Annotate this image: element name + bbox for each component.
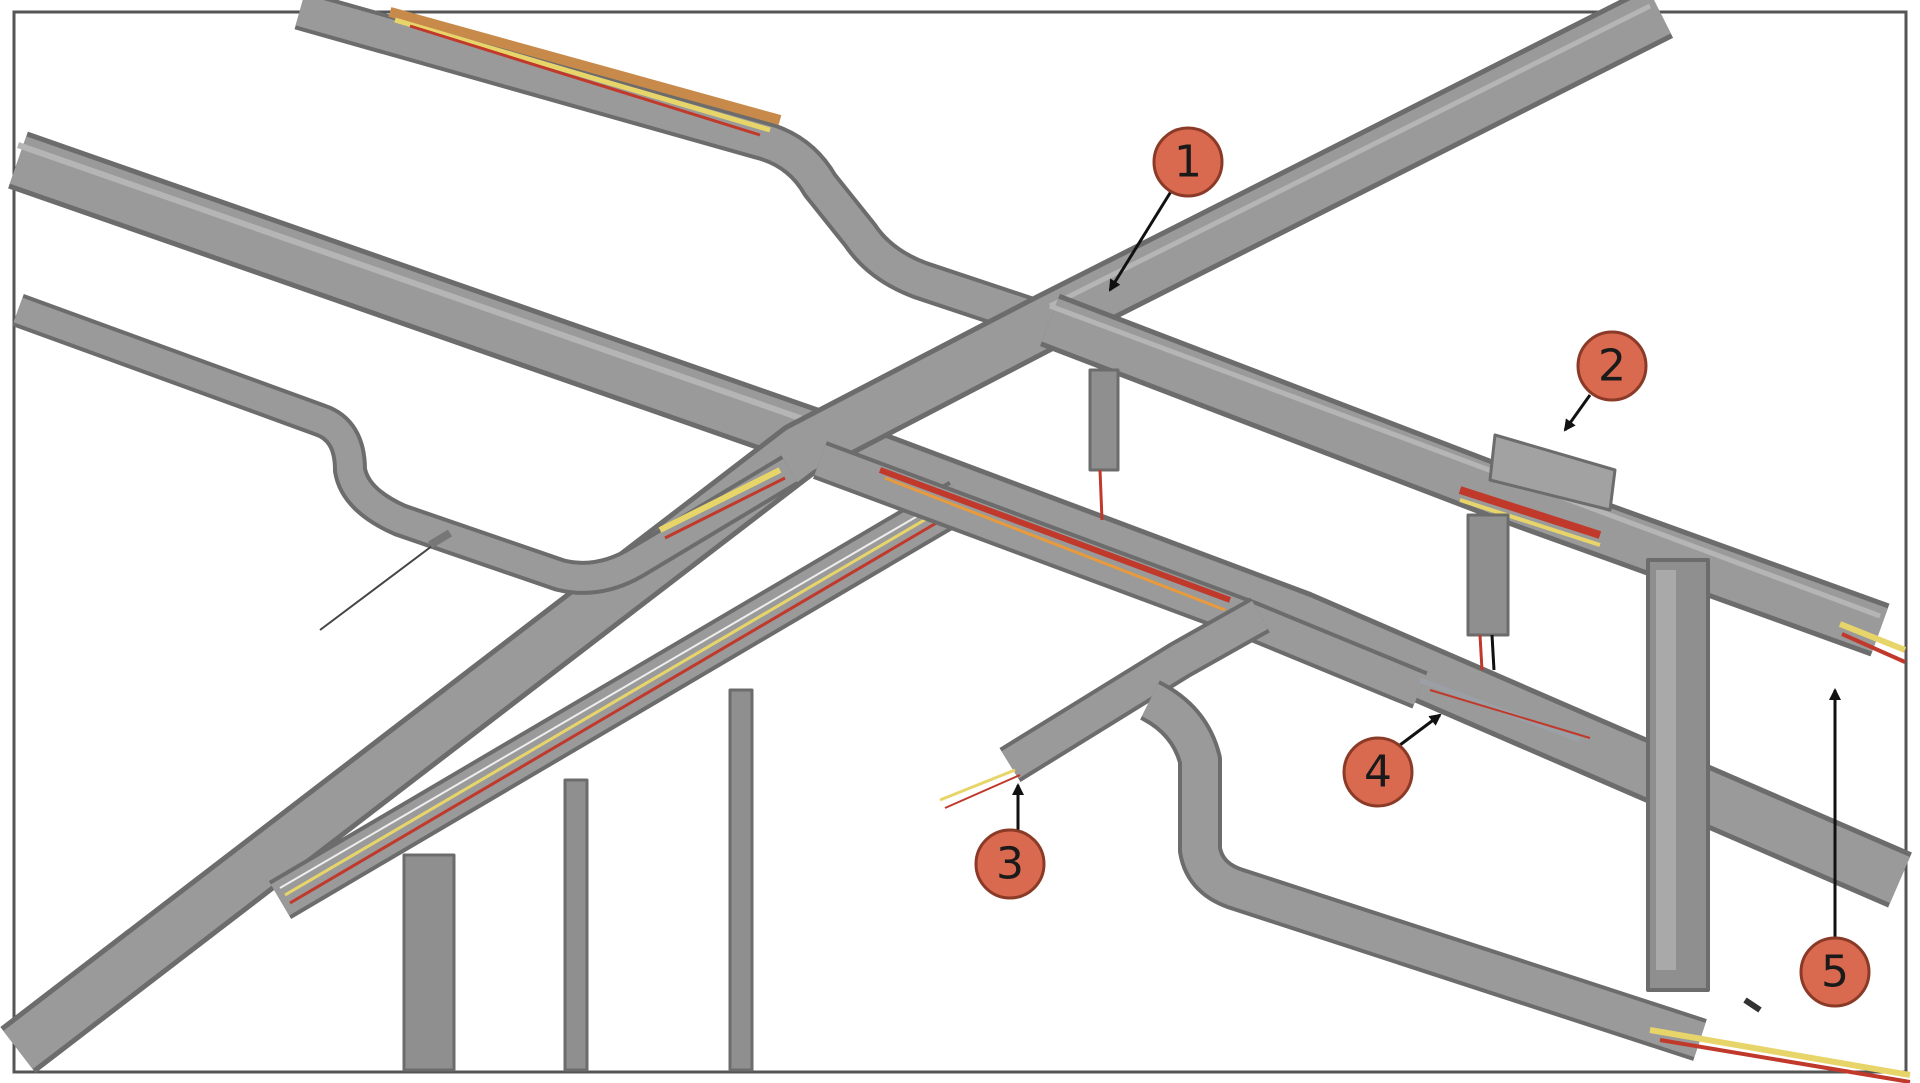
callout-3: 3 xyxy=(974,783,1046,900)
callout-5-circle xyxy=(1799,936,1871,1008)
callout-1-circle xyxy=(1152,126,1224,198)
callout-5: 5 xyxy=(1799,688,1871,1008)
tray-main-transverse xyxy=(0,0,1674,1074)
callout-2-label: 2 xyxy=(1598,341,1626,392)
tray-u-drop xyxy=(1139,680,1707,1061)
support-columns xyxy=(402,688,754,1072)
callout-3-circle xyxy=(974,828,1046,900)
callout-4-leader xyxy=(1399,713,1442,747)
callout-2-circle xyxy=(1576,330,1648,402)
tray-lower-offset xyxy=(12,294,799,631)
callout-1: 1 xyxy=(1108,126,1224,292)
callout-4-circle xyxy=(1342,736,1414,808)
tray-upper-offset xyxy=(294,0,1047,339)
callout-4: 4 xyxy=(1342,713,1442,808)
tray-cover-fitting xyxy=(1458,433,1617,671)
tray-t-branch xyxy=(939,597,1270,809)
callout-3-label: 3 xyxy=(996,839,1024,890)
callout-1-leader xyxy=(1108,184,1177,292)
callouts: 1 2 3 4 xyxy=(974,126,1871,1008)
callout-2-leader xyxy=(1563,394,1592,432)
callout-1-label: 1 xyxy=(1174,137,1202,188)
callout-2: 2 xyxy=(1563,330,1648,432)
tray-lower-cable-run xyxy=(268,481,972,919)
junction-drop xyxy=(1088,368,1120,521)
bottom-cable-bundle xyxy=(1649,997,1911,1083)
tray-vertical-riser xyxy=(1646,558,1710,992)
diagram-frame xyxy=(12,10,1908,1074)
callout-4-label: 4 xyxy=(1364,747,1392,798)
callout-5-label: 5 xyxy=(1821,947,1849,998)
tray-right-branch xyxy=(1039,293,1907,664)
